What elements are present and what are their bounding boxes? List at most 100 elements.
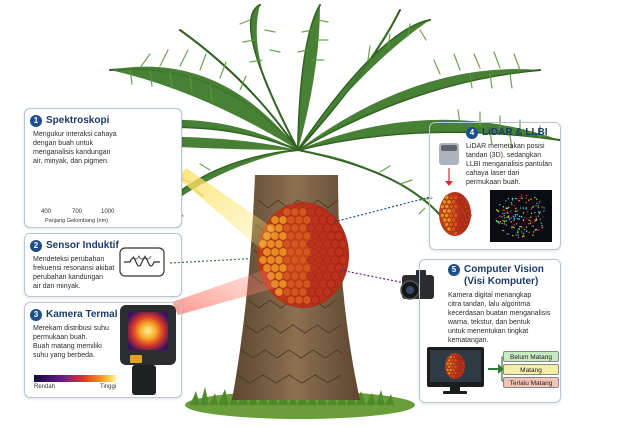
point-cloud-point — [507, 216, 510, 218]
fruitlet — [466, 213, 472, 218]
fruitlet — [282, 271, 292, 281]
induktif-desc-line: frekuensi resonansi akibat — [33, 265, 115, 272]
point-cloud-point — [535, 205, 537, 207]
fruitlet — [306, 287, 316, 297]
spektroskopi-title-text: Spektroskopi — [46, 115, 110, 126]
point-cloud-point — [541, 206, 543, 208]
point-cloud-point — [511, 225, 513, 228]
point-cloud-point — [535, 198, 538, 200]
fruitlet — [298, 207, 308, 217]
point-cloud-point — [499, 215, 501, 217]
point-cloud-point — [520, 226, 522, 228]
fruitlet — [298, 239, 308, 249]
fruitlet — [274, 255, 284, 265]
point-cloud-point — [532, 205, 534, 208]
fruitlet — [455, 374, 459, 379]
point-cloud-point — [517, 236, 520, 239]
point-cloud-point — [526, 218, 528, 220]
point-cloud-point — [531, 224, 533, 227]
fruitlet — [449, 355, 453, 359]
point-cloud-point — [525, 207, 527, 209]
fruitlet — [450, 365, 455, 369]
point-cloud-point — [503, 221, 506, 223]
point-cloud-point — [530, 212, 533, 215]
point-cloud-point — [503, 215, 505, 217]
point-cloud-point — [520, 194, 523, 196]
lidar-desc-line: tandan (3D), sedangkan — [466, 152, 542, 159]
point-cloud-point — [502, 209, 504, 211]
point-cloud-point — [532, 221, 534, 224]
fruitlet — [310, 215, 320, 225]
point-cloud-point — [525, 194, 528, 197]
fruitlet — [286, 247, 296, 257]
point-cloud-point — [501, 216, 503, 218]
point-cloud-point — [523, 216, 525, 219]
cv-desc-line: untuk menentukan tingkat — [448, 328, 529, 335]
spectrum-axis-label: Panjang Gelombang (nm) — [45, 218, 108, 224]
point-cloud-point — [504, 219, 506, 222]
point-cloud-point — [507, 197, 510, 200]
point-cloud-point — [543, 207, 545, 209]
point-cloud-point — [496, 210, 499, 212]
point-cloud-point — [509, 210, 512, 213]
point-cloud-point — [503, 209, 506, 212]
point-cloud-point — [514, 215, 516, 217]
point-cloud-point — [530, 220, 532, 222]
fruitlet — [290, 223, 300, 233]
fruitlet — [274, 287, 284, 297]
point-cloud-point — [505, 200, 507, 202]
spektroskopi-desc-line: Mengukur interaksi cahaya — [33, 131, 117, 138]
point-cloud-point — [540, 222, 542, 224]
induktif-title-text: Sensor Induktif — [46, 240, 119, 251]
fruitlet — [298, 287, 308, 297]
point-cloud-point — [505, 207, 507, 209]
fruitlet — [322, 287, 332, 297]
fruitlet — [314, 271, 324, 281]
point-cloud-point — [522, 232, 525, 234]
point-cloud-point — [517, 231, 519, 234]
point-cloud-point — [531, 206, 534, 209]
point-cloud-point — [523, 228, 526, 231]
panel-spektroskopi-frame — [24, 108, 182, 228]
thermal-color-scale — [34, 375, 116, 382]
fruitlet — [298, 223, 308, 233]
point-cloud-point — [514, 210, 516, 212]
fruitlet — [282, 223, 292, 233]
point-cloud-point — [537, 205, 540, 207]
point-cloud-point — [541, 226, 544, 229]
point-cloud-point — [516, 210, 518, 212]
point-cloud-point — [510, 221, 512, 223]
point-cloud-point — [539, 218, 541, 220]
fruitlet — [457, 371, 461, 375]
point-cloud-point — [495, 219, 498, 222]
category-matang: Matang — [503, 364, 559, 375]
point-cloud-point — [513, 224, 515, 226]
point-cloud-point — [529, 222, 532, 224]
point-cloud-point — [515, 223, 518, 225]
point-cloud-point — [537, 211, 540, 213]
point-cloud-point — [512, 235, 514, 237]
point-cloud-point — [510, 217, 512, 219]
lidar-number-badge: 4 — [466, 127, 478, 139]
cv-desc-line: citra tandan, lalu algoritma — [448, 301, 531, 308]
point-cloud-point — [525, 197, 528, 199]
fruitlet — [310, 247, 320, 257]
spectrometer-beam — [178, 168, 276, 250]
fruitlet — [326, 279, 336, 289]
monitor-icon — [427, 347, 484, 394]
spektroskopi-desc-line: air, minyak, dan pigmen. — [33, 158, 109, 165]
fruitlet — [314, 239, 324, 249]
fruitlet — [306, 207, 316, 217]
cv-desc: Kamera digital menangkap citra tandan, l… — [448, 291, 560, 345]
point-cloud-point — [539, 211, 541, 213]
fruitlet — [330, 223, 340, 233]
fruitlet — [330, 239, 340, 249]
fruitlet — [302, 295, 312, 305]
cv-desc-line: kecerdasan buatan menganalisis — [448, 310, 551, 317]
fruitlet — [282, 255, 292, 265]
point-cloud-point — [534, 219, 536, 221]
fruitlet — [458, 355, 463, 359]
